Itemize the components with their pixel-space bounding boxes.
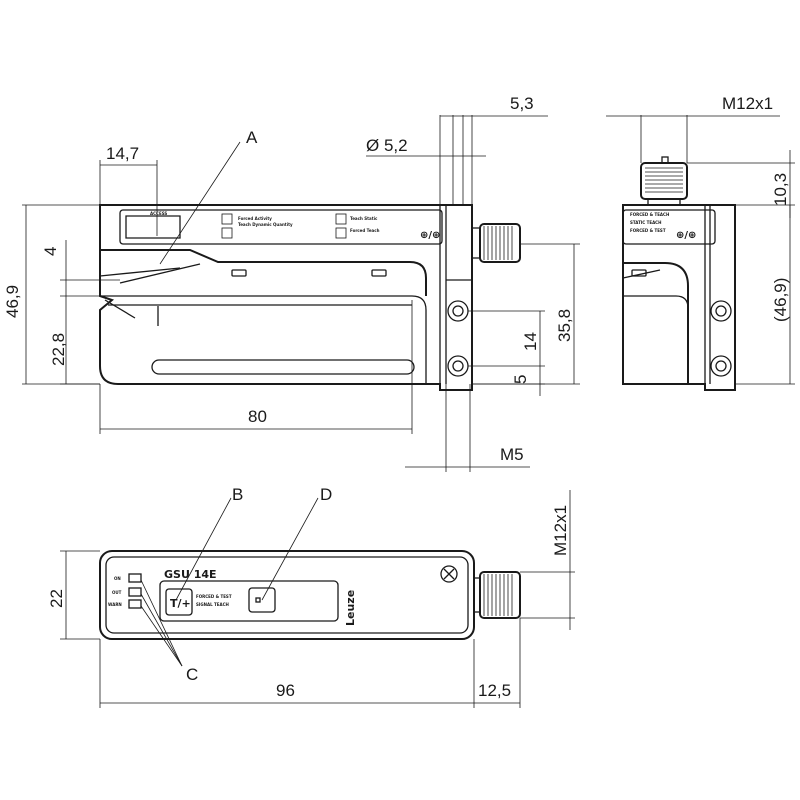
dim-4: 4 [41,247,60,256]
led-out [128,587,142,597]
dim-35-8: 35,8 [555,309,574,342]
front-view: ACCESS Forced Activity Teach Dynamic Qua… [3,94,580,472]
front-label-2: Teach Dynamic Quantity [238,222,293,227]
callout-b: B [232,485,243,504]
mount-hole-upper [447,300,469,322]
dim-14-7: 14,7 [106,144,139,163]
dim-46-9-ref: (46,9) [771,278,790,322]
connector-side [640,156,688,206]
svg-text:⊕/⊕: ⊕/⊕ [676,230,696,241]
dim-m12x1-top: M12x1 [551,505,570,556]
callout-c: C [186,665,198,684]
svg-text:STATIC TEACH: STATIC TEACH [630,220,661,225]
dim-22-8: 22,8 [49,333,68,366]
top-view: ON OUT WARN GSU 14E T/+ FORCED & TEST SI… [47,485,575,708]
dim-m5: M5 [500,445,524,464]
front-label-3: Teach Static [350,216,378,221]
callout-d: D [320,485,332,504]
led-label-on: ON [114,576,121,581]
dim-5: 5 [511,375,530,384]
dim-14: 14 [521,332,540,351]
panel-text-1: FORCED & TEST [196,594,232,599]
connector-top [473,571,521,619]
svg-text:FORCED & TEACH: FORCED & TEACH [630,212,669,217]
led-label-warn: WARN [108,602,122,607]
window [248,587,276,613]
svg-text:FORCED & TEST: FORCED & TEST [630,228,666,233]
dim-96: 96 [276,681,295,700]
screw-icon [440,565,458,583]
front-label-4: Forced Teach [350,228,380,233]
dim-10-3: 10,3 [771,173,790,206]
dim-12-5: 12,5 [478,681,511,700]
led-warn [128,599,142,609]
connector-front [471,223,521,263]
front-label-1: Forced Activity [238,216,272,221]
led-group: ON OUT WARN [108,573,142,609]
led-on [128,573,142,583]
teach-symbol: T/+ [170,597,191,610]
dim-m12x1-side: M12x1 [722,94,773,113]
dim-d5-2: Ø 5,2 [366,136,408,155]
mount-hole-lower [447,355,469,377]
callout-a: A [246,128,258,147]
dim-5-3: 5,3 [510,94,534,113]
teach-button [165,588,193,616]
panel-text-2: SIGNAL TEACH [196,602,229,607]
brand-label: Leuze [344,590,357,626]
led-label-out: OUT [112,590,122,595]
dim-22: 22 [47,589,66,608]
model-label: GSU 14E [164,568,217,581]
dim-46-9: 46,9 [3,285,22,318]
svg-text:ACCESS: ACCESS [150,211,167,216]
svg-text:⊕/⊕: ⊕/⊕ [420,230,440,241]
side-view: FORCED & TEACH STATIC TEACH FORCED & TES… [606,94,795,391]
dim-80: 80 [248,407,267,426]
